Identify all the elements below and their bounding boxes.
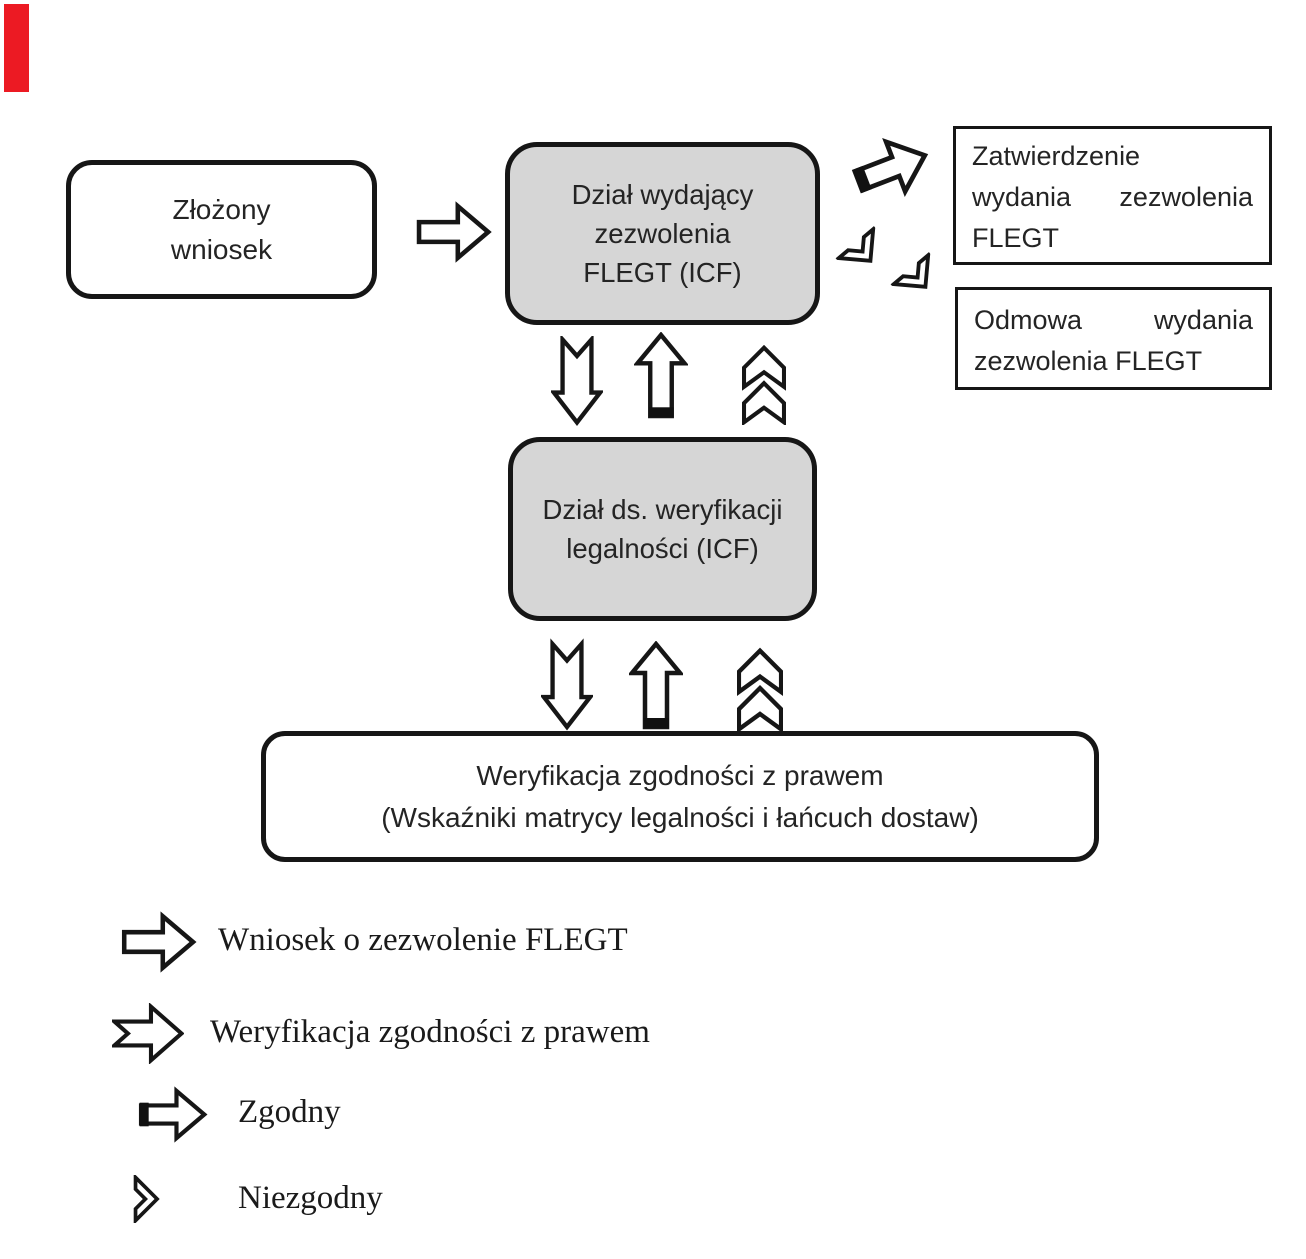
legend-label-wniosek: Wniosek o zezwolenie FLEGT	[218, 922, 628, 958]
node-text-line: legalności (ICF)	[566, 533, 759, 564]
node-zlozony-wniosek: Złożony wniosek	[66, 160, 377, 299]
node-text-line: FLEGT	[972, 223, 1060, 253]
niezgodny-chevron-icon	[828, 217, 898, 287]
flow-arrow-down-notched-icon	[551, 336, 603, 426]
node-text-line: zezwolenia	[594, 218, 731, 249]
niezgodny-double-chevron-up-icon	[742, 345, 786, 425]
node-text-line: Dział ds. weryfikacji	[542, 494, 783, 525]
notched-arrow-right-icon	[112, 1003, 184, 1064]
node-text-line: Dział wydający	[571, 179, 754, 210]
legend-label-niezgodny: Niezgodny	[238, 1180, 383, 1216]
zgodny-arrow-diagonal-icon	[835, 121, 949, 216]
legend-label-zgodny: Zgodny	[238, 1094, 341, 1130]
node-text-line: Złożony	[172, 193, 271, 225]
chevron-right-icon	[126, 1175, 166, 1223]
node-text-line: zezwolenia FLEGT	[974, 346, 1203, 376]
block-arrow-right-icon	[121, 911, 197, 973]
zgodny-arrow-up-icon	[629, 641, 683, 731]
node-text-line: (Wskaźniki matrycy legalności i łańcuch …	[381, 801, 979, 833]
node-zatwierdzenie: Zatwierdzenie wydania zezwolenia FLEGT	[953, 126, 1272, 265]
niezgodny-chevron-icon	[883, 243, 953, 313]
node-text-line: FLEGT (ICF)	[583, 257, 742, 288]
node-text-line: wniosek	[170, 233, 273, 265]
node-dzial-wydajacy: Dział wydający zezwolenia FLEGT (ICF)	[505, 142, 820, 325]
zgodny-arrow-up-icon	[634, 332, 688, 420]
node-text-line: Odmowa wydania	[974, 305, 1253, 335]
node-weryfikacja-zgodnosci: Weryfikacja zgodności z prawem (Wskaźnik…	[261, 731, 1099, 862]
black-tail-arrow-right-icon	[127, 1086, 219, 1143]
node-dzial-weryfikacji: Dział ds. weryfikacji legalności (ICF)	[508, 437, 817, 621]
node-text-line: Weryfikacja zgodności z prawem	[476, 759, 884, 791]
legend-label-weryfikacja: Weryfikacja zgodności z prawem	[210, 1014, 650, 1050]
flow-arrow-down-notched-icon	[541, 637, 593, 734]
node-odmowa: Odmowa wydania zezwolenia FLEGT	[955, 287, 1272, 390]
node-text-line: wydania zezwolenia	[972, 182, 1253, 212]
node-text-line: Zatwierdzenie	[972, 141, 1141, 171]
flow-arrow-right-icon	[416, 199, 492, 265]
red-corner-mark	[4, 4, 29, 92]
niezgodny-double-chevron-up-icon	[737, 647, 783, 733]
